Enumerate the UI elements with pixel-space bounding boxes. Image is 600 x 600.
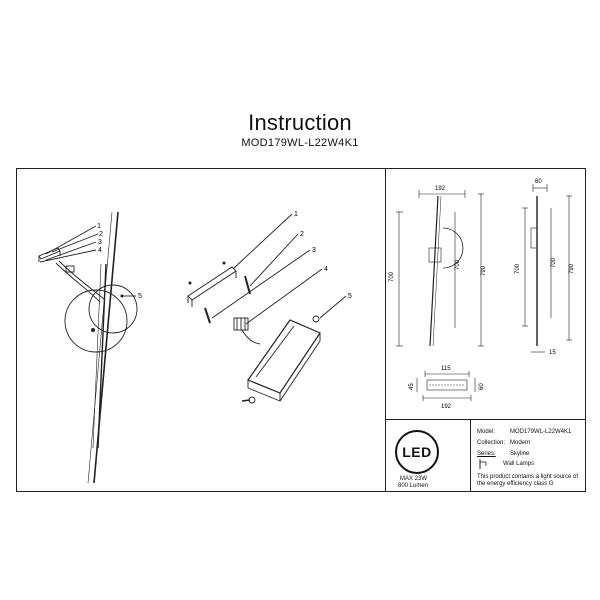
callout-right-4: 4 (324, 266, 328, 273)
callout-right-2: 2 (300, 231, 304, 238)
instruction-sheet (16, 168, 586, 492)
dim-side-height-inner: 700 (551, 257, 557, 268)
series-label: Series: (477, 451, 496, 457)
wall-lamp-icon (479, 459, 487, 469)
dim-plate-bottom: 192 (441, 404, 452, 410)
callout-right-1: 1 (294, 211, 298, 218)
dim-side-height-outer: 700 (515, 263, 521, 274)
dim-side-depth: 60 (535, 179, 542, 185)
energy-note: This product contains a light source of … (477, 474, 579, 487)
dimension-drawings: 192 700 700 790 60 700 700 790 15 115 45… (389, 179, 575, 410)
dim-plate-top: 115 (441, 366, 451, 372)
dim-side-height-total: 790 (569, 263, 575, 274)
callout-left-2: 2 (99, 231, 103, 238)
assembly-diagram-mounted: 1 2 3 4 5 (38, 211, 142, 484)
series-value: Skyline (510, 451, 530, 457)
dim-front-height-inner: 700 (455, 259, 461, 270)
category-value: Wall Lamps (503, 461, 535, 467)
callout-left-5: 5 (138, 293, 142, 300)
collection-label: Collection: (477, 440, 506, 446)
dim-plate-right: 60 (479, 383, 485, 390)
assembly-diagram-exploded: 1 2 3 4 5 (187, 211, 352, 404)
callout-left-4: 4 (98, 247, 102, 254)
model-label: Model: (477, 429, 496, 435)
callout-left-1: 1 (97, 223, 101, 230)
callout-right-5: 5 (348, 293, 352, 300)
divider-assembly-dimensions (385, 168, 386, 492)
callout-right-3: 3 (312, 247, 316, 254)
model-code: MOD179WL-L22W4K1 (241, 137, 359, 149)
dim-front-height-outer: 700 (389, 271, 395, 282)
divider-dimensions-label (385, 419, 586, 420)
dim-plate-left: 45 (409, 383, 415, 390)
led-logo: LED (395, 430, 439, 474)
callout-left-3: 3 (98, 239, 102, 246)
dim-front-width: 192 (435, 186, 446, 192)
power-rating: MAX 23W (400, 476, 428, 482)
dim-front-height-total: 790 (481, 265, 487, 276)
dim-side-bottom: 15 (549, 350, 556, 356)
lumen-rating: 800 Lumen (398, 483, 429, 489)
model-value: MOD179WL-L22W4K1 (510, 429, 572, 435)
page-title: Instruction (248, 110, 352, 135)
collection-value: Modern (510, 440, 531, 446)
divider-label-columns (470, 419, 471, 492)
